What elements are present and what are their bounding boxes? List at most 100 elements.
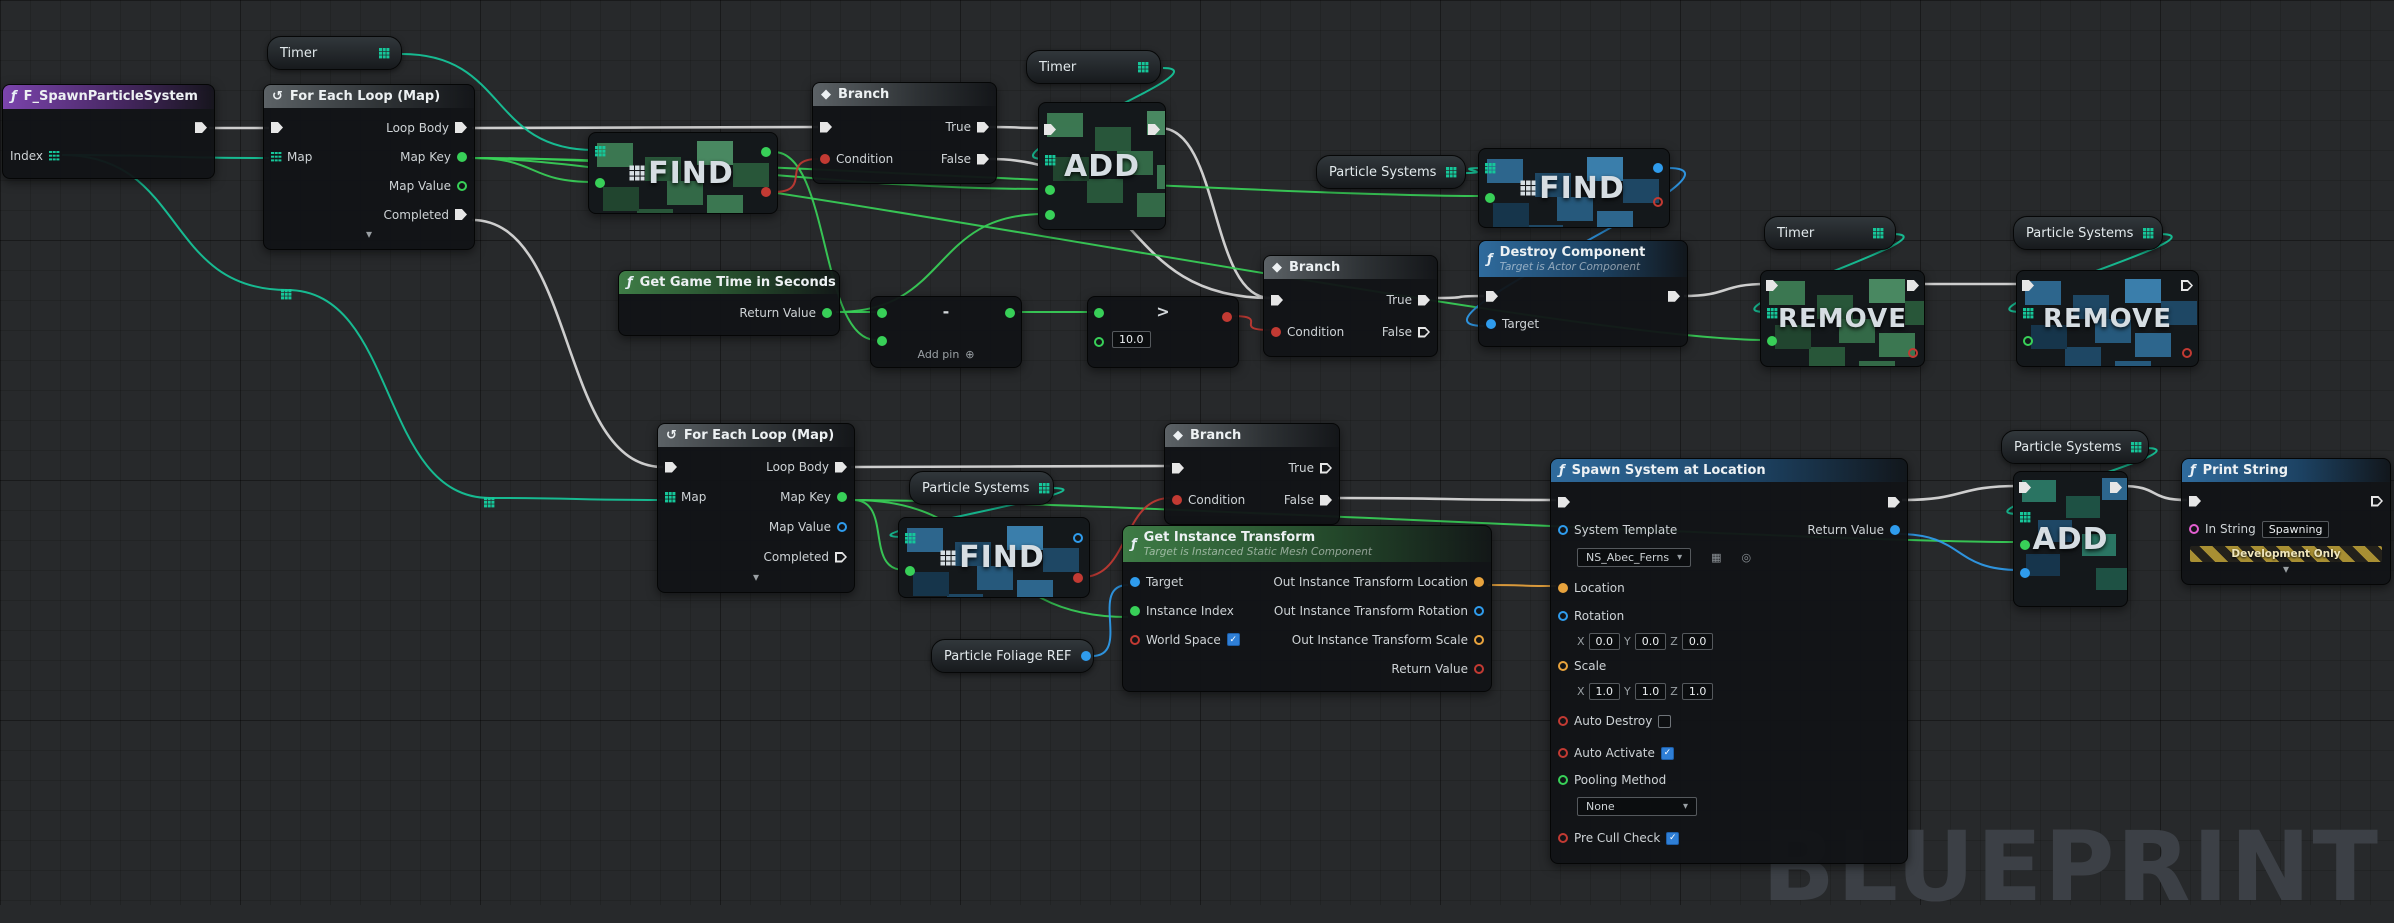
map-output-pin[interactable] bbox=[2131, 442, 2141, 452]
map-pin[interactable] bbox=[595, 146, 605, 156]
completed-pin[interactable] bbox=[835, 551, 847, 563]
input-b-pin[interactable] bbox=[877, 336, 887, 346]
system-template-dropdown[interactable]: NS_Abec_Ferns▾ bbox=[1577, 547, 1692, 567]
found-pin[interactable] bbox=[1073, 573, 1083, 583]
variable-get-timer[interactable]: Timer bbox=[1764, 216, 1896, 250]
function-entry-f-spawnparticlesystem[interactable]: ƒ F_SpawnParticleSystem Index bbox=[2, 84, 215, 179]
variable-get-particle-foliage-ref[interactable]: Particle Foliage REF bbox=[931, 639, 1094, 673]
true-pin[interactable] bbox=[1418, 294, 1430, 306]
exec-out-pin[interactable] bbox=[2110, 482, 2122, 493]
scale-y-field[interactable]: 1.0 bbox=[1634, 682, 1667, 700]
in-string-field[interactable]: Spawning bbox=[2261, 520, 2330, 538]
target-pin[interactable] bbox=[1486, 319, 1496, 330]
exec-in-pin[interactable] bbox=[2189, 495, 2201, 507]
loop-body-pin[interactable] bbox=[835, 461, 847, 473]
condition-pin[interactable] bbox=[1172, 495, 1182, 505]
found-pin[interactable] bbox=[761, 187, 771, 197]
false-pin[interactable] bbox=[1320, 494, 1332, 506]
key-pin[interactable] bbox=[2020, 540, 2030, 550]
variable-get-particle-systems[interactable]: Particle Systems bbox=[2013, 216, 2163, 250]
map-find-node[interactable]: FIND bbox=[1478, 148, 1670, 228]
expand-chevron-icon[interactable]: ▾ bbox=[752, 570, 760, 584]
completed-pin[interactable] bbox=[455, 209, 467, 220]
condition-pin[interactable] bbox=[820, 154, 830, 164]
out-location-pin[interactable] bbox=[1474, 576, 1484, 587]
variable-get-timer[interactable]: Timer bbox=[267, 36, 402, 70]
spawn-system-at-location-node[interactable]: ƒ Spawn System at Location System Templa… bbox=[1550, 458, 1908, 864]
search-icon[interactable]: ◎ bbox=[1741, 550, 1752, 564]
variable-get-particle-systems[interactable]: Particle Systems bbox=[2001, 430, 2149, 464]
rotation-x-field[interactable]: 0.0 bbox=[1588, 632, 1621, 650]
out-scale-pin[interactable] bbox=[1474, 634, 1484, 645]
system-template-pin[interactable] bbox=[1558, 525, 1568, 535]
exec-out-pin[interactable] bbox=[1148, 124, 1160, 135]
reroute-knot[interactable] bbox=[484, 492, 494, 511]
pooling-method-pin[interactable] bbox=[1558, 775, 1568, 785]
map-pin[interactable] bbox=[271, 151, 281, 162]
map-value-pin[interactable] bbox=[837, 522, 847, 532]
target-pin[interactable] bbox=[1130, 576, 1140, 587]
exec-in-pin[interactable] bbox=[271, 122, 283, 133]
key-pin[interactable] bbox=[1767, 336, 1777, 346]
exec-in-pin[interactable] bbox=[1271, 294, 1283, 306]
false-pin[interactable] bbox=[1418, 326, 1430, 338]
key-pin[interactable] bbox=[905, 566, 915, 576]
value-pin[interactable] bbox=[1045, 210, 1055, 220]
map-pin[interactable] bbox=[905, 533, 915, 543]
pre-cull-check-checkbox[interactable]: ✓ bbox=[1666, 831, 1680, 845]
object-output-pin[interactable] bbox=[1081, 651, 1092, 661]
get-game-time-node[interactable]: ƒ Get Game Time in Seconds Return Value bbox=[618, 270, 840, 336]
subtract-node[interactable]: - Add pin⊕ bbox=[870, 296, 1022, 368]
return-value-pin[interactable] bbox=[822, 308, 832, 318]
literal-value-field[interactable]: 10.0 bbox=[1112, 331, 1151, 348]
map-pin[interactable] bbox=[2023, 308, 2033, 318]
world-space-checkbox[interactable]: ✓ bbox=[1226, 633, 1240, 647]
map-pin[interactable] bbox=[1045, 155, 1055, 165]
rotation-z-field[interactable]: 0.0 bbox=[1681, 632, 1714, 650]
location-pin[interactable] bbox=[1558, 583, 1568, 593]
exec-in-pin[interactable] bbox=[1044, 124, 1056, 135]
key-pin[interactable] bbox=[2023, 336, 2033, 346]
exec-out-pin[interactable] bbox=[195, 122, 207, 134]
map-remove-node[interactable]: REMOVE bbox=[1760, 270, 1925, 367]
exec-in-pin[interactable] bbox=[1172, 462, 1184, 474]
map-add-node[interactable]: ADD bbox=[2013, 471, 2128, 607]
instance-index-pin[interactable] bbox=[1130, 605, 1140, 616]
scale-z-field[interactable]: 1.0 bbox=[1681, 682, 1714, 700]
map-find-node[interactable]: FIND bbox=[898, 517, 1090, 598]
exec-in-pin[interactable] bbox=[1486, 290, 1498, 302]
map-pin[interactable] bbox=[1767, 308, 1777, 318]
rotation-pin[interactable] bbox=[1558, 611, 1568, 621]
map-output-pin[interactable] bbox=[379, 48, 389, 58]
auto-activate-checkbox[interactable]: ✓ bbox=[1660, 746, 1674, 760]
map-output-pin[interactable] bbox=[1138, 62, 1148, 72]
value-pin[interactable] bbox=[1073, 533, 1083, 543]
input-a-pin[interactable] bbox=[877, 308, 887, 318]
exec-in-pin[interactable] bbox=[1558, 496, 1570, 508]
pooling-method-dropdown[interactable]: None▾ bbox=[1577, 796, 1697, 816]
false-pin[interactable] bbox=[977, 153, 989, 165]
map-value-pin[interactable] bbox=[457, 180, 467, 191]
map-find-node[interactable]: FIND bbox=[588, 132, 778, 214]
map-pin[interactable] bbox=[665, 492, 675, 502]
true-pin[interactable] bbox=[1320, 462, 1332, 474]
browse-icon[interactable]: ▦ bbox=[1711, 550, 1722, 564]
auto-destroy-pin[interactable] bbox=[1558, 716, 1568, 726]
pre-cull-check-pin[interactable] bbox=[1558, 833, 1568, 843]
exec-in-pin[interactable] bbox=[1766, 280, 1778, 291]
value-pin[interactable] bbox=[2020, 568, 2030, 578]
input-b-pin[interactable] bbox=[1094, 337, 1104, 347]
in-string-pin[interactable] bbox=[2189, 524, 2199, 534]
variable-get-particle-systems[interactable]: Particle Systems bbox=[1316, 155, 1466, 189]
auto-destroy-checkbox[interactable] bbox=[1658, 714, 1672, 728]
key-pin[interactable] bbox=[1045, 185, 1055, 195]
map-add-node[interactable]: ADD bbox=[1038, 102, 1166, 230]
variable-get-particle-systems[interactable]: Particle Systems bbox=[909, 471, 1054, 505]
